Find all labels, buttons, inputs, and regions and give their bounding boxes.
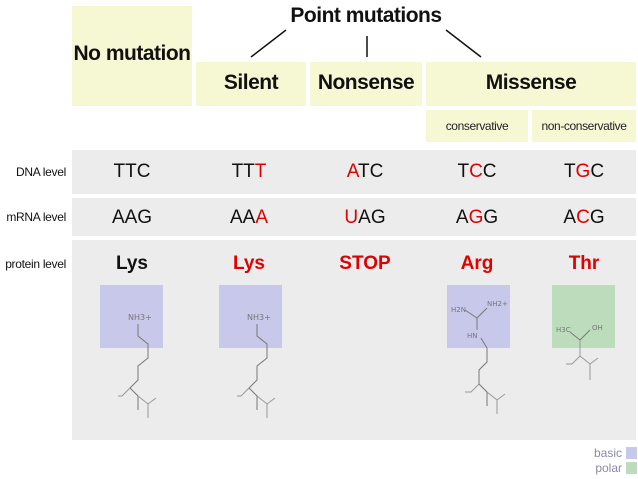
lys-nh3-label: NH3+ xyxy=(128,313,152,322)
base: AAG xyxy=(111,207,153,228)
mutated-base: G xyxy=(575,161,591,182)
arg-hn-label: HN xyxy=(467,332,478,340)
base: T xyxy=(563,161,576,182)
protein-level-label: protein level xyxy=(5,257,66,271)
thr-polar-box xyxy=(552,285,615,348)
silent-dna-codon: TTT xyxy=(191,161,307,183)
dna-row-bg xyxy=(72,150,636,194)
silent-label: Silent xyxy=(223,71,279,94)
thr-structure: H3C OH xyxy=(556,324,603,380)
base: AA xyxy=(229,207,256,228)
nonsense-label: Nonsense xyxy=(317,71,415,94)
no-mutation-label: No mutation xyxy=(73,42,191,65)
conservative-header-bg xyxy=(426,110,528,142)
thr-oh-label: OH xyxy=(592,324,603,332)
arg-nh2-label: NH2+ xyxy=(487,300,508,308)
conservative-dna-codon: TCC xyxy=(419,161,535,183)
non-conservative-protein: Thr xyxy=(568,253,600,274)
mutated-base: A xyxy=(346,161,358,182)
base: A xyxy=(455,207,469,228)
non-conservative-mrna-codon: ACG xyxy=(526,207,638,229)
silent-mrna-codon: AAA xyxy=(191,207,307,229)
legend-basic-label: basic xyxy=(593,446,622,460)
arg-h2n-label: H2N xyxy=(451,306,466,314)
mutated-base: U xyxy=(344,207,359,228)
lys-basic-box-2 xyxy=(219,285,282,348)
mrna-row-bg xyxy=(72,198,636,236)
non-conservative-header-bg xyxy=(532,110,636,142)
nonsense-mrna-codon: UAG xyxy=(307,207,423,229)
nonsense-dna-codon: ATC xyxy=(307,161,423,183)
mrna-level-label: mRNA level xyxy=(6,210,66,224)
base: T xyxy=(457,161,470,182)
no-mutation-header-bg xyxy=(72,6,192,106)
silent-header-bg xyxy=(196,62,306,106)
base: C xyxy=(590,161,605,182)
protein-area-bg xyxy=(72,240,636,440)
thr-h3c-label: H3C xyxy=(556,326,571,334)
conservative-protein: Arg xyxy=(460,253,494,274)
mutated-base: C xyxy=(576,207,590,228)
non-conservative-label: non-conservative xyxy=(541,119,627,133)
nonsense-protein: STOP xyxy=(339,253,391,274)
no-mutation-mrna-codon: AAG xyxy=(74,207,190,229)
silent-protein: Lys xyxy=(232,253,266,274)
header-connector-lines xyxy=(250,29,482,58)
mutated-base: G xyxy=(468,207,484,228)
mutated-base: A xyxy=(255,207,269,228)
no-mutation-protein: Lys xyxy=(115,253,149,274)
point-mutations-title: Point mutations xyxy=(290,4,442,27)
missense-header-bg xyxy=(426,62,636,106)
base: A xyxy=(563,207,577,228)
base: AG xyxy=(358,207,386,228)
legend-polar-swatch xyxy=(626,462,637,474)
non-conservative-dna-codon: TGC xyxy=(526,161,638,183)
legend-basic-swatch xyxy=(626,447,637,459)
mutated-base: C xyxy=(469,161,483,182)
base: TC xyxy=(357,161,384,182)
lys-nh3-label-2: NH3+ xyxy=(247,313,271,322)
base: C xyxy=(482,161,497,182)
mutated-base: T xyxy=(254,161,267,182)
base: TT xyxy=(231,161,255,182)
lys-basic-box-1 xyxy=(100,285,163,348)
no-mutation-dna-codon: TTC xyxy=(74,161,190,183)
base: G xyxy=(589,207,605,228)
legend-polar-label: polar xyxy=(595,461,622,475)
dna-level-label: DNA level xyxy=(16,165,66,179)
missense-label: Missense xyxy=(485,71,577,94)
conservative-label: conservative xyxy=(445,119,509,133)
base: TTC xyxy=(113,161,151,182)
lys-structure-1: NH3+ xyxy=(118,313,157,418)
conservative-mrna-codon: AGG xyxy=(419,207,535,229)
lys-structure-2: NH3+ xyxy=(237,313,276,418)
base: G xyxy=(483,207,499,228)
nonsense-header-bg xyxy=(310,62,422,106)
arg-structure: H2N NH2+ HN xyxy=(451,300,508,414)
